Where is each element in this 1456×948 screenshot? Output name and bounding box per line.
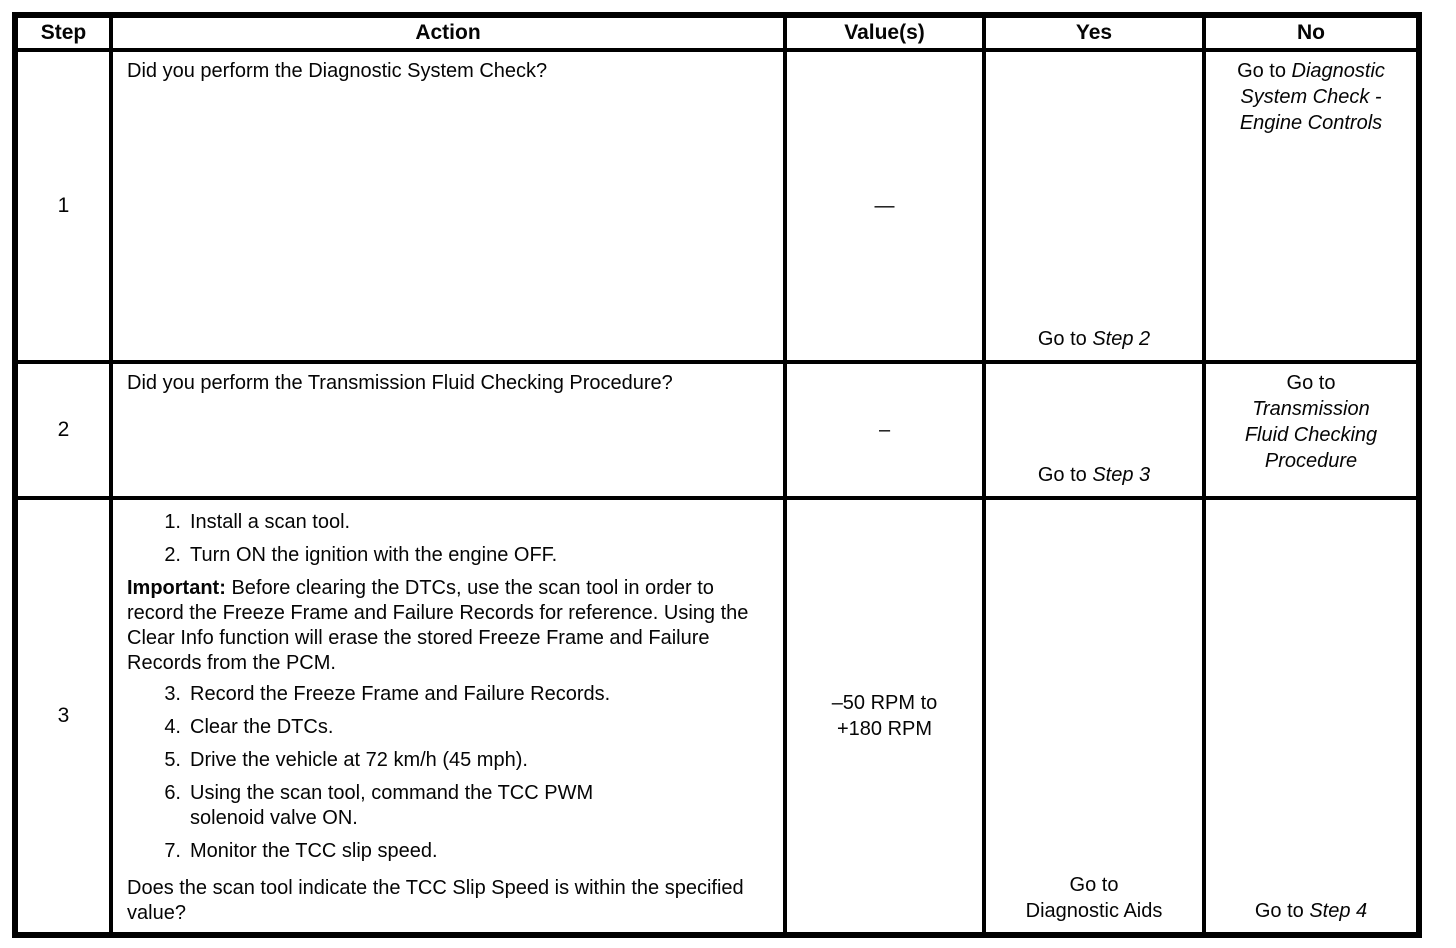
list-item: 4. Clear the DTCs.	[151, 715, 771, 740]
go-to-text: Go to	[1286, 372, 1336, 394]
column-header-action: Action	[109, 13, 787, 52]
diagnostic-table: Step Action Value(s) Yes No 1 Did you pe…	[12, 12, 1422, 938]
important-label: Important:	[127, 577, 226, 599]
go-to-text: Go to	[1037, 328, 1093, 350]
action-cell: 1. Install a scan tool. 2. Turn ON the i…	[109, 496, 787, 937]
list-number: 6.	[164, 782, 181, 804]
list-number: 1.	[164, 511, 181, 533]
important-note: Important: Before clearing the DTCs, use…	[127, 576, 771, 676]
list-text: Record the Freeze Frame and Failure Reco…	[190, 683, 611, 705]
list-text: Install a scan tool.	[190, 511, 351, 533]
list-item: 3. Record the Freeze Frame and Failure R…	[151, 682, 771, 707]
list-text: Using the scan tool, command the TCC PWM…	[190, 782, 594, 829]
list-number: 3.	[164, 683, 181, 705]
action-steps-1-2: 1. Install a scan tool. 2. Turn ON the i…	[151, 510, 771, 568]
no-reference: Go to Transmission Fluid Checking Proced…	[1231, 370, 1391, 474]
no-reference: Go to Step 4	[1255, 898, 1367, 924]
table-row-step-3: 3 1. Install a scan tool. 2. Turn ON the…	[13, 496, 1421, 937]
yes-cell: Go to Step 2	[982, 48, 1206, 364]
action-cell: Did you perform the Transmission Fluid C…	[109, 360, 787, 500]
action-question: Did you perform the Diagnostic System Ch…	[127, 60, 548, 82]
action-question: Does the scan tool indicate the TCC Slip…	[127, 877, 744, 924]
step-number: 3	[13, 496, 113, 937]
list-text: Clear the DTCs.	[190, 716, 334, 738]
list-number: 7.	[164, 840, 181, 862]
reference-diagnostic-system-check: Diagnostic System Check - Engine Control…	[1239, 60, 1385, 134]
column-header-yes: Yes	[982, 13, 1206, 52]
yes-cell: Go to Step 3	[982, 360, 1206, 500]
no-cell: Go to Diagnostic System Check - Engine C…	[1202, 48, 1421, 364]
list-item: 2. Turn ON the ignition with the engine …	[151, 543, 771, 568]
list-text: Drive the vehicle at 72 km/h (45 mph).	[190, 749, 528, 771]
table-header-row: Step Action Value(s) Yes No	[13, 13, 1421, 52]
list-text: Turn ON the ignition with the engine OFF…	[190, 544, 558, 566]
table-row-step-2: 2 Did you perform the Transmission Fluid…	[13, 360, 1421, 500]
reference-step-2: Step 2	[1092, 328, 1151, 350]
list-item: 1. Install a scan tool.	[151, 510, 771, 535]
value-dash: –	[878, 419, 891, 441]
important-text: Before clearing the DTCs, use the scan t…	[127, 577, 749, 674]
value-cell: —	[783, 48, 986, 364]
list-number: 2.	[164, 544, 181, 566]
reference-step-4: Step 4	[1309, 900, 1368, 922]
reference-transmission-fluid-checking: Transmission Fluid Checking Procedure	[1244, 398, 1378, 472]
value-range: –50 RPM to +180 RPM	[831, 692, 938, 740]
column-header-step: Step	[13, 13, 113, 52]
no-reference: Go to Diagnostic System Check - Engine C…	[1212, 58, 1410, 136]
step-number: 2	[13, 360, 113, 500]
yes-reference: Go to Step 3	[1038, 462, 1150, 488]
table-row-step-1: 1 Did you perform the Diagnostic System …	[13, 48, 1421, 364]
yes-cell: Go to Diagnostic Aids	[982, 496, 1206, 937]
action-question: Did you perform the Transmission Fluid C…	[127, 372, 673, 394]
value-dash: —	[874, 195, 895, 217]
list-item: 5. Drive the vehicle at 72 km/h (45 mph)…	[151, 748, 771, 773]
list-number: 4.	[164, 716, 181, 738]
list-item: 7. Monitor the TCC slip speed.	[151, 839, 771, 864]
column-header-values: Value(s)	[783, 13, 986, 52]
list-text: Monitor the TCC slip speed.	[190, 840, 438, 862]
go-to-text: Go to	[1237, 60, 1292, 82]
value-cell: –50 RPM to +180 RPM	[783, 496, 986, 937]
no-cell: Go to Step 4	[1202, 496, 1421, 937]
yes-reference: Go to Step 2	[1038, 326, 1150, 352]
value-cell: –	[783, 360, 986, 500]
list-item: 6. Using the scan tool, command the TCC …	[151, 781, 771, 831]
reference-step-3: Step 3	[1092, 464, 1151, 486]
yes-reference: Go to Diagnostic Aids	[1026, 872, 1163, 924]
column-header-no: No	[1202, 13, 1421, 52]
go-to-text: Go to	[1069, 874, 1119, 896]
list-number: 5.	[164, 749, 181, 771]
reference-diagnostic-aids: Diagnostic Aids	[1025, 900, 1163, 922]
step-number: 1	[13, 48, 113, 364]
action-steps-3-7: 3. Record the Freeze Frame and Failure R…	[151, 682, 771, 864]
no-cell: Go to Transmission Fluid Checking Proced…	[1202, 360, 1421, 500]
action-cell: Did you perform the Diagnostic System Ch…	[109, 48, 787, 364]
go-to-text: Go to	[1037, 464, 1093, 486]
go-to-text: Go to	[1254, 900, 1310, 922]
